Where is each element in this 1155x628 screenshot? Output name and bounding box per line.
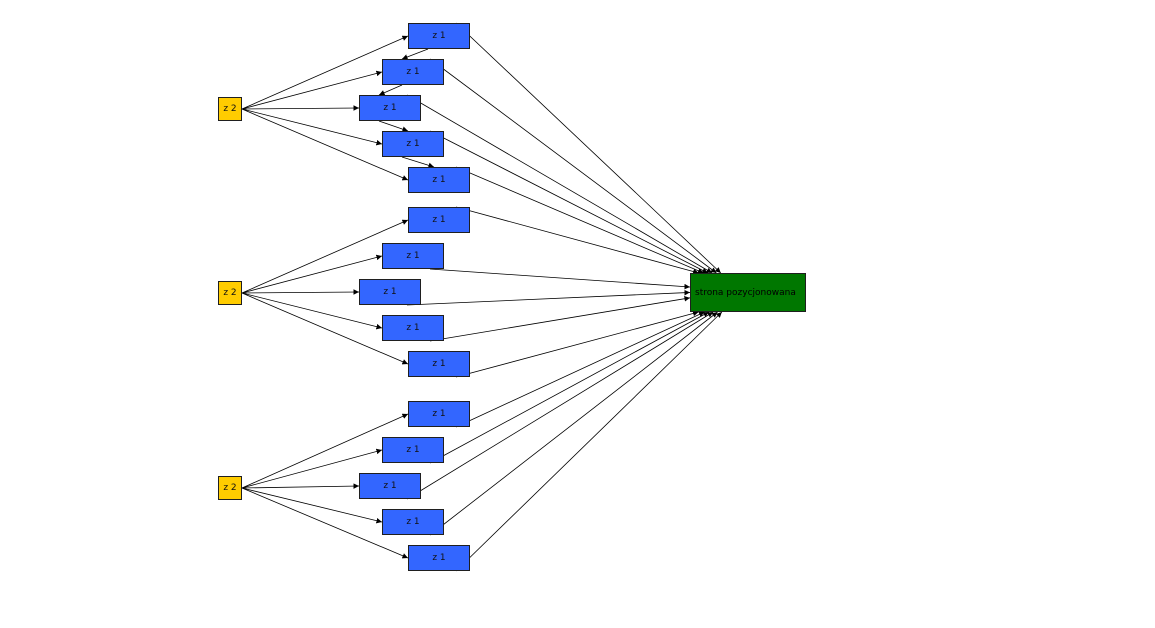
tier1-page-g2-2-label: z 1 [406, 251, 420, 261]
edge-chain-g1-2 [378, 84, 403, 96]
target-page: strona pozycjonowana [690, 273, 806, 312]
edge-page-g3-2-to-target [429, 311, 710, 464]
tier1-page-g3-1: z 1 [408, 401, 470, 427]
edge-page-g1-2-to-target [429, 58, 717, 274]
edge-page-g1-1-to-target [455, 22, 722, 274]
tier1-page-g3-2: z 1 [382, 437, 444, 463]
tier1-page-g1-1: z 1 [408, 23, 470, 49]
edge-page-g1-4-to-target [429, 130, 709, 274]
tier1-page-g1-3: z 1 [359, 95, 421, 121]
target-page-label: strona pozycjonowana [695, 287, 796, 298]
edge-hub-g1-to-page-1 [241, 35, 409, 110]
tier1-page-g1-1-label: z 1 [432, 31, 446, 41]
edge-page-g3-3-to-target [406, 311, 714, 500]
tier1-page-g2-5: z 1 [408, 351, 470, 377]
tier1-page-g3-3: z 1 [359, 473, 421, 499]
edge-hub-g3-to-page-3 [241, 483, 360, 489]
tier1-page-g3-5: z 1 [408, 545, 470, 571]
edge-hub-g2-to-page-4 [241, 292, 383, 330]
tier1-page-g2-3-label: z 1 [383, 287, 397, 297]
edge-hub-g3-to-page-1 [241, 413, 409, 489]
tier1-page-g2-4: z 1 [382, 315, 444, 341]
edge-hub-g3-to-page-5 [241, 487, 409, 559]
tier1-page-g2-4-label: z 1 [406, 323, 420, 333]
edge-page-g1-3-to-target [406, 94, 713, 274]
edge-hub-g1-to-page-3 [241, 105, 360, 111]
tier1-page-g1-3-label: z 1 [383, 103, 397, 113]
edge-page-g1-5-to-target [455, 166, 704, 274]
edge-hub-g1-to-page-5 [241, 108, 409, 181]
tier1-page-g3-5-label: z 1 [432, 553, 446, 563]
edge-chain-g1-3 [378, 120, 409, 132]
tier1-page-g3-2-label: z 1 [406, 445, 420, 455]
tier2-hub-g2: z 2 [218, 281, 242, 305]
edge-chain-g1-1 [401, 48, 429, 60]
edge-page-g2-5-to-target [455, 310, 699, 378]
edge-hub-g3-to-page-2 [241, 448, 383, 489]
edge-page-g3-1-to-target [455, 311, 705, 428]
tier1-page-g1-5-label: z 1 [432, 175, 446, 185]
tier1-page-g2-3: z 1 [359, 279, 421, 305]
tier1-page-g1-5: z 1 [408, 167, 470, 193]
tier1-page-g1-2-label: z 1 [406, 67, 420, 77]
tier2-hub-g1-label: z 2 [223, 104, 237, 114]
tier1-page-g3-1-label: z 1 [432, 409, 446, 419]
edge-page-g3-4-to-target [429, 311, 718, 536]
tier1-page-g3-4: z 1 [382, 509, 444, 535]
tier1-page-g1-4: z 1 [382, 131, 444, 157]
edge-page-g2-4-to-target [429, 295, 691, 342]
tier2-hub-g1: z 2 [218, 97, 242, 121]
edge-hub-g2-to-page-3 [241, 289, 360, 295]
tier2-hub-g3-label: z 2 [223, 483, 237, 493]
edge-page-g3-5-to-target [455, 311, 723, 572]
edge-page-g2-2-to-target [429, 268, 691, 290]
tier1-page-g2-2: z 1 [382, 243, 444, 269]
tier1-page-g2-1-label: z 1 [432, 215, 446, 225]
edge-page-g2-3-to-target [406, 289, 691, 306]
tier1-page-g3-3-label: z 1 [383, 481, 397, 491]
tier1-page-g2-1: z 1 [408, 207, 470, 233]
tier2-hub-g2-label: z 2 [223, 288, 237, 298]
edge-hub-g2-to-page-1 [241, 219, 409, 294]
tier1-page-g3-4-label: z 1 [406, 517, 420, 527]
edge-hub-g1-to-page-2 [241, 70, 383, 110]
tier1-page-g2-5-label: z 1 [432, 359, 446, 369]
edge-hub-g2-to-page-5 [241, 292, 409, 365]
tier2-hub-g3: z 2 [218, 476, 242, 500]
edge-hub-g2-to-page-2 [241, 254, 383, 294]
edge-hub-g3-to-page-4 [241, 487, 383, 524]
edge-page-g2-1-to-target [455, 206, 699, 275]
tier1-page-g1-2: z 1 [382, 59, 444, 85]
edge-chain-g1-4 [401, 156, 435, 169]
edge-hub-g1-to-page-4 [241, 108, 383, 146]
tier1-page-g1-4-label: z 1 [406, 139, 420, 149]
